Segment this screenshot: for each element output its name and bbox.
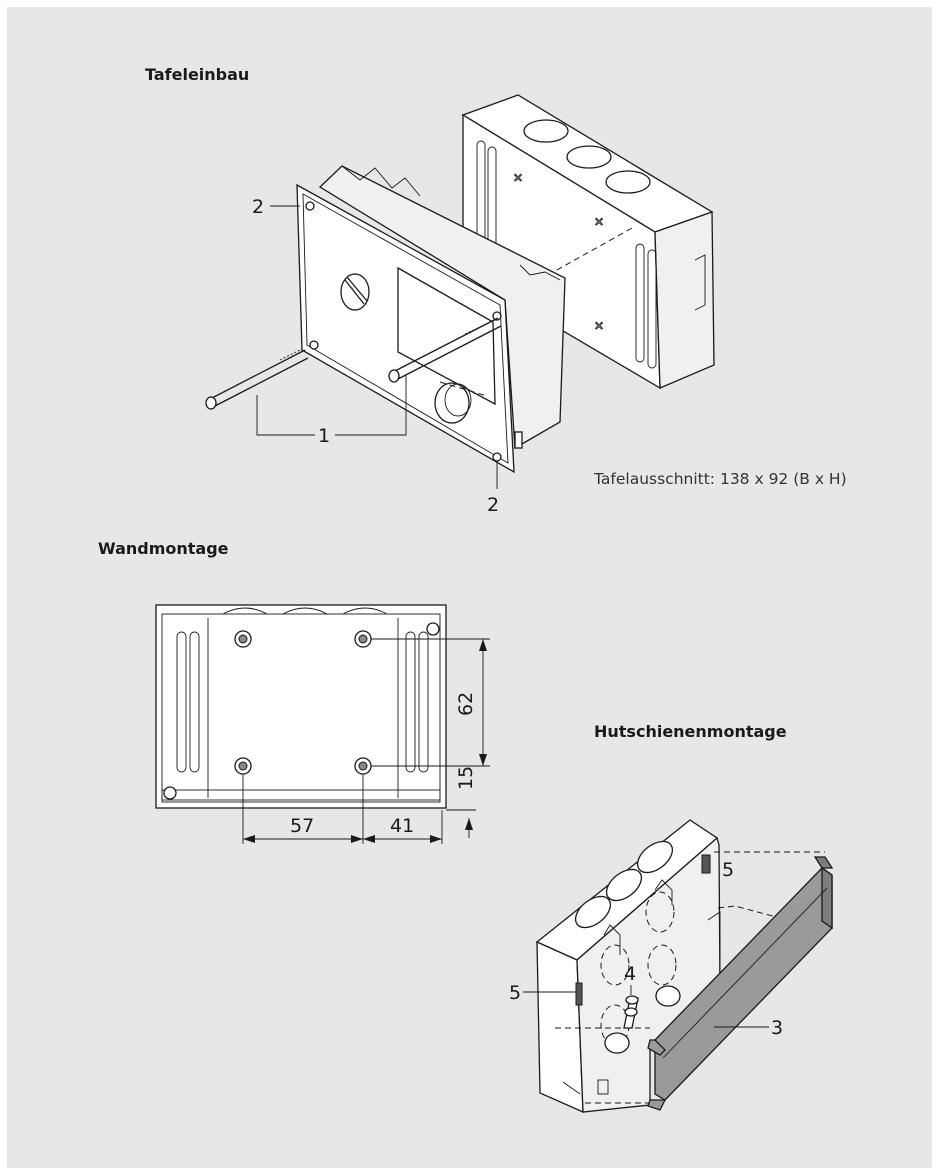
- title-din-rail-mount: Hutschienenmontage: [594, 722, 787, 741]
- leader-1b: [335, 375, 407, 436]
- panel-mount-front-unit: [296, 165, 566, 474]
- svg-text:✕: ✕: [594, 319, 604, 333]
- wall-mount-housing: [155, 604, 447, 809]
- dim-15: 15: [455, 766, 477, 790]
- callout-4: 4: [624, 963, 636, 985]
- panel-mount-back-housing: ✕ ✕ ✕: [461, 94, 715, 390]
- alignment-line: [547, 227, 633, 276]
- callout-2-bottom: 2: [487, 494, 499, 516]
- dim-41: 41: [390, 815, 414, 837]
- din-rail-housing: [535, 819, 825, 1114]
- callout-2-top: 2: [252, 196, 264, 218]
- svg-text:✕: ✕: [513, 171, 523, 185]
- dim-57: 57: [290, 815, 314, 837]
- mounting-screws: [205, 317, 502, 410]
- svg-text:✕: ✕: [594, 215, 604, 229]
- callout-5-left: 5: [509, 982, 521, 1004]
- callout-1: 1: [318, 425, 330, 447]
- din-rail: [647, 856, 834, 1111]
- title-wall-mount: Wandmontage: [98, 539, 229, 558]
- callout-5-right: 5: [722, 859, 734, 881]
- callout-3: 3: [771, 1017, 783, 1039]
- dim-62: 62: [455, 692, 477, 716]
- wall-mount-dimensions: [242, 638, 490, 844]
- panel-cutout-note: Tafelausschnitt: 138 x 92 (B x H): [593, 470, 847, 488]
- title-panel-mount: Tafeleinbau: [145, 65, 249, 84]
- leader-1a: [256, 395, 315, 436]
